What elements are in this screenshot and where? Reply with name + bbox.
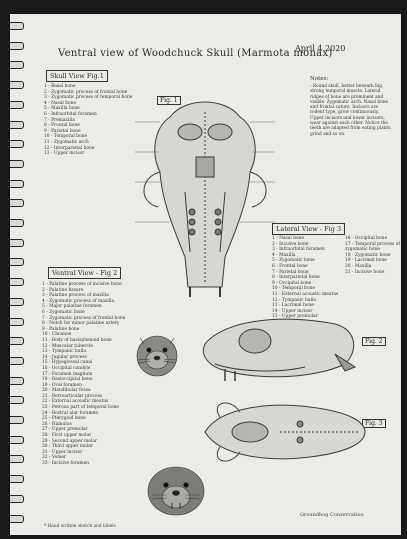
section1-title: Skull View Fig.1 xyxy=(46,70,108,82)
notes-title: Notes: xyxy=(310,76,328,82)
spiral-binding xyxy=(10,14,24,535)
page-title: Ventral view of Woodchuck Skull (Marmota… xyxy=(58,48,333,59)
ventral-skull-drawing xyxy=(130,82,280,302)
label-item: 17 - Temporal process of zygomatic bone xyxy=(345,242,400,253)
spiral-ring xyxy=(10,239,24,247)
signature: Groundhog Conservation xyxy=(300,512,364,518)
notebook-page: Ventral view of Woodchuck Skull (Marmota… xyxy=(10,14,401,535)
spiral-ring xyxy=(10,298,24,306)
spiral-ring xyxy=(10,101,24,109)
spiral-ring xyxy=(10,455,24,463)
section3-title: Lateral View - Fig 3 xyxy=(272,223,345,235)
spiral-ring xyxy=(10,140,24,148)
label-item: 11 - External acoustic meatus xyxy=(272,292,342,298)
spiral-ring xyxy=(10,475,24,483)
spiral-ring xyxy=(10,81,24,89)
spiral-ring xyxy=(10,160,24,168)
spiral-ring xyxy=(10,416,24,424)
spiral-ring xyxy=(10,396,24,404)
spiral-ring xyxy=(10,258,24,266)
page-date: April 4 2020 xyxy=(295,44,345,53)
notes-text: - Round skull, better beneath big strong… xyxy=(310,84,392,137)
spiral-ring xyxy=(10,337,24,345)
woodchuck-portrait-large xyxy=(138,459,213,519)
spiral-ring xyxy=(10,515,24,523)
section2-title: Ventral View - Fig 2 xyxy=(48,267,121,279)
spiral-ring xyxy=(10,180,24,188)
spiral-ring xyxy=(10,22,24,30)
spiral-ring xyxy=(10,377,24,385)
spiral-ring xyxy=(10,436,24,444)
spiral-ring xyxy=(10,199,24,207)
woodchuck-portrait-small xyxy=(130,326,185,381)
label-item: 3 - Zygomatic process of temporal bone xyxy=(44,95,144,101)
spiral-ring xyxy=(10,219,24,227)
dorsal-skull-drawing xyxy=(200,392,370,472)
spiral-ring xyxy=(10,357,24,365)
lateral-skull-drawing xyxy=(195,309,365,389)
fig2-label: Fig. 2 xyxy=(362,337,386,346)
spiral-ring xyxy=(10,318,24,326)
margin-note: * Hand written sketch and labels xyxy=(44,524,116,529)
spiral-ring xyxy=(10,121,24,129)
spiral-ring xyxy=(10,42,24,50)
section1-list: 1 - Basal bone2 - Zygomatic process of f… xyxy=(44,84,144,157)
label-item: 13 - Upper incisor xyxy=(44,151,144,157)
label-item: 21 - Incisive bone xyxy=(345,270,400,276)
spiral-ring xyxy=(10,495,24,503)
spiral-ring xyxy=(10,278,24,286)
spiral-ring xyxy=(10,61,24,69)
